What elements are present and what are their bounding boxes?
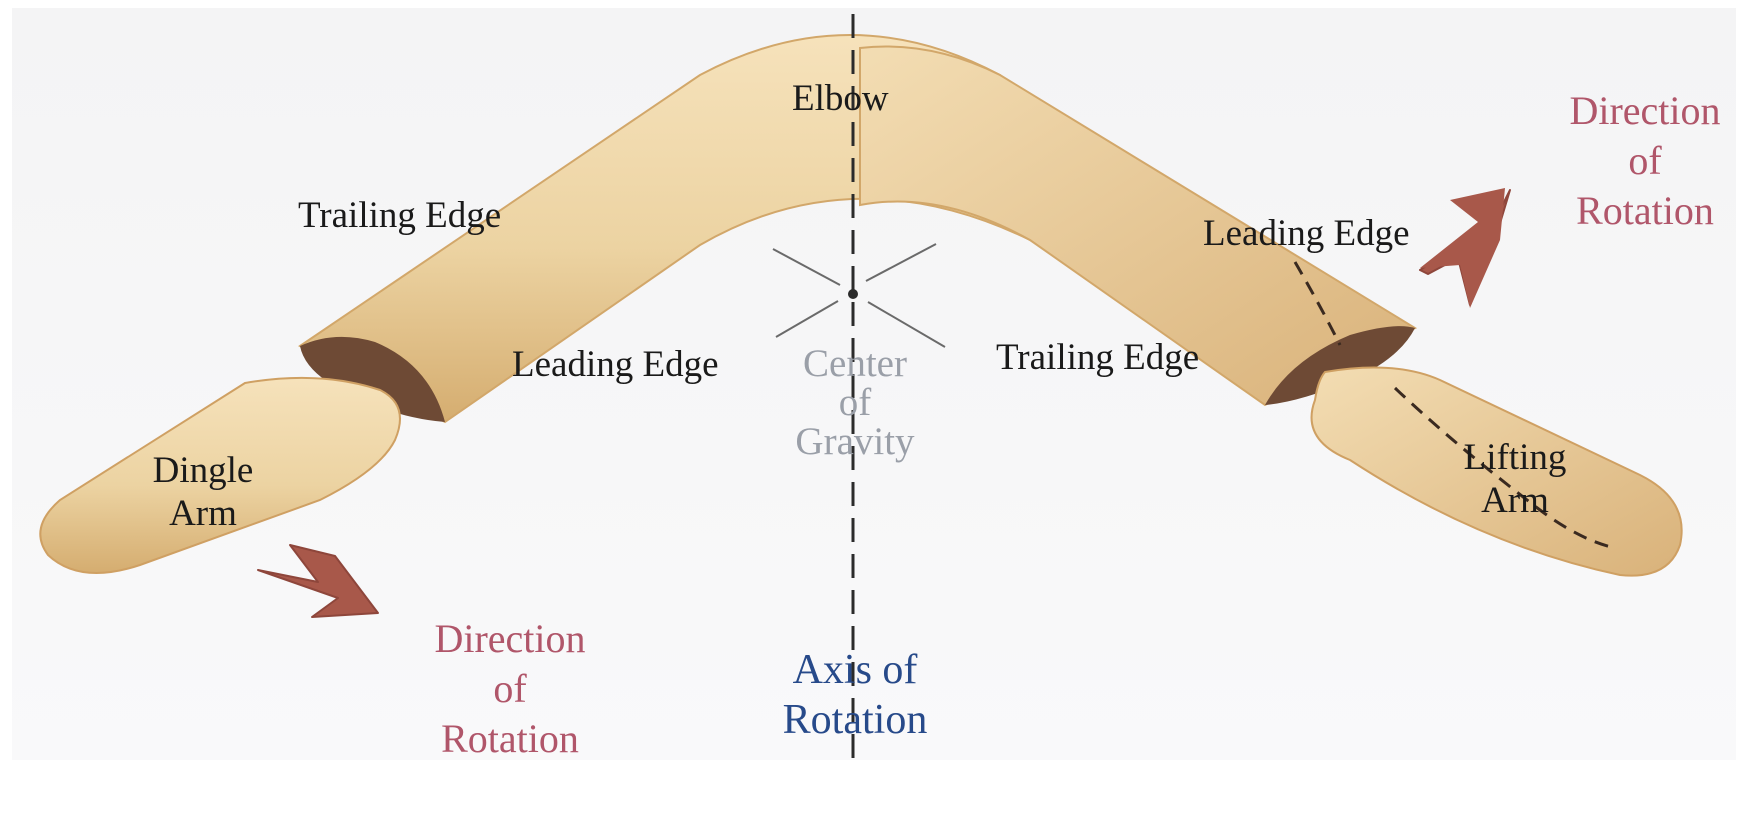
trailing-edge-left-label: Trailing Edge [298,197,501,234]
elbow-label: Elbow [792,80,889,117]
direction-of-rotation-right-label: Direction of Rotation [1555,86,1735,236]
direction-right-line-1: Direction [1555,86,1735,136]
direction-left-line-2: of [420,664,600,714]
lifting-arm-line-2: Arm [1455,480,1575,523]
leading-edge-center-label: Leading Edge [512,346,719,383]
axis-line-2: Rotation [755,695,955,745]
direction-of-rotation-left-label: Direction of Rotation [420,614,600,764]
direction-left-line-3: Rotation [420,714,600,764]
center-of-gravity-line-2: of [790,383,920,422]
center-of-gravity-label: Center of Gravity [790,344,920,461]
direction-right-line-2: of [1555,136,1735,186]
direction-right-line-3: Rotation [1555,186,1735,236]
center-of-gravity-line-1: Center [790,344,920,383]
dingle-arm-line-2: Arm [148,493,258,536]
lifting-arm-line-1: Lifting [1455,437,1575,480]
dingle-arm-line-1: Dingle [148,450,258,493]
axis-of-rotation-label: Axis of Rotation [755,645,955,746]
leading-edge-right-label: Leading Edge [1203,215,1410,252]
center-of-gravity-line-3: Gravity [790,422,920,461]
dingle-arm-label: Dingle Arm [148,450,258,535]
lifting-arm-label: Lifting Arm [1455,437,1575,522]
direction-left-line-1: Direction [420,614,600,664]
trailing-edge-center-label: Trailing Edge [996,339,1199,376]
center-of-gravity-dot [848,289,858,299]
axis-line-1: Axis of [755,645,955,695]
